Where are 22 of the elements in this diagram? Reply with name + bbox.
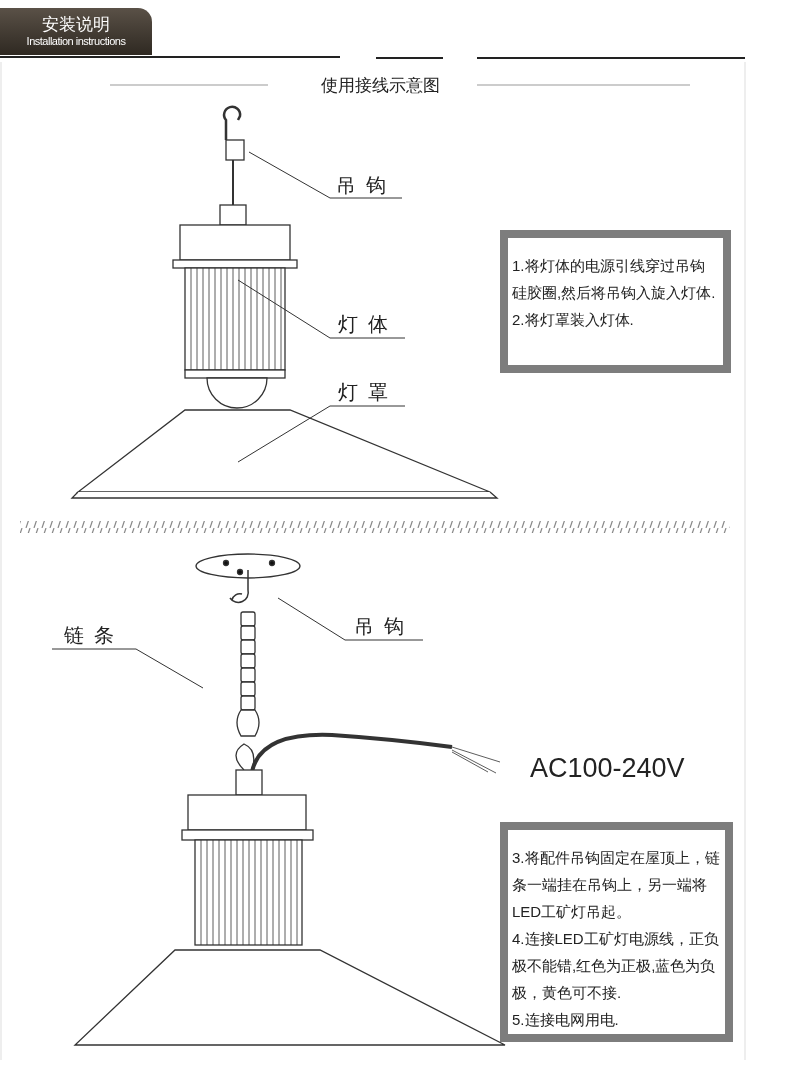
instruction-step: 4.连接LED工矿灯电源线，正负极不能错,红色为正极,蓝色为负极，黄色可不接. — [512, 925, 721, 1006]
leader-line — [237, 405, 406, 463]
instruction-panel — [500, 230, 731, 373]
leader-line — [51, 648, 204, 689]
leader-line — [237, 279, 406, 339]
header-tab — [0, 8, 152, 55]
diagram-title: 使用接线示意图 — [319, 75, 441, 97]
part-label: 吊钩 — [330, 172, 402, 198]
part-label: 吊钩 — [345, 611, 423, 640]
part-label: 链条 — [52, 620, 136, 649]
instruction-step: 1.将灯体的电源引线穿过吊钩硅胶圈,然后将吊钩入旋入灯体. — [512, 252, 719, 306]
instruction-step: 3.将配件吊钩固定在屋顶上，链条一端挂在吊钩上，另一端将LED工矿灯吊起。 — [512, 844, 721, 925]
header-subtitle: Installation instructions — [26, 35, 126, 48]
leader-line — [277, 597, 424, 641]
part-label: 灯体 — [330, 310, 405, 338]
instruction-step: 5.连接电网用电. — [512, 1006, 721, 1033]
header-title: 安装说明 — [42, 15, 110, 35]
instruction-panel — [500, 822, 733, 1042]
instruction-step: 2.将灯罩装入灯体. — [512, 306, 719, 333]
voltage-label: AC100-240V — [530, 752, 685, 785]
part-label: 灯罩 — [330, 378, 405, 406]
leader-line — [248, 151, 403, 199]
